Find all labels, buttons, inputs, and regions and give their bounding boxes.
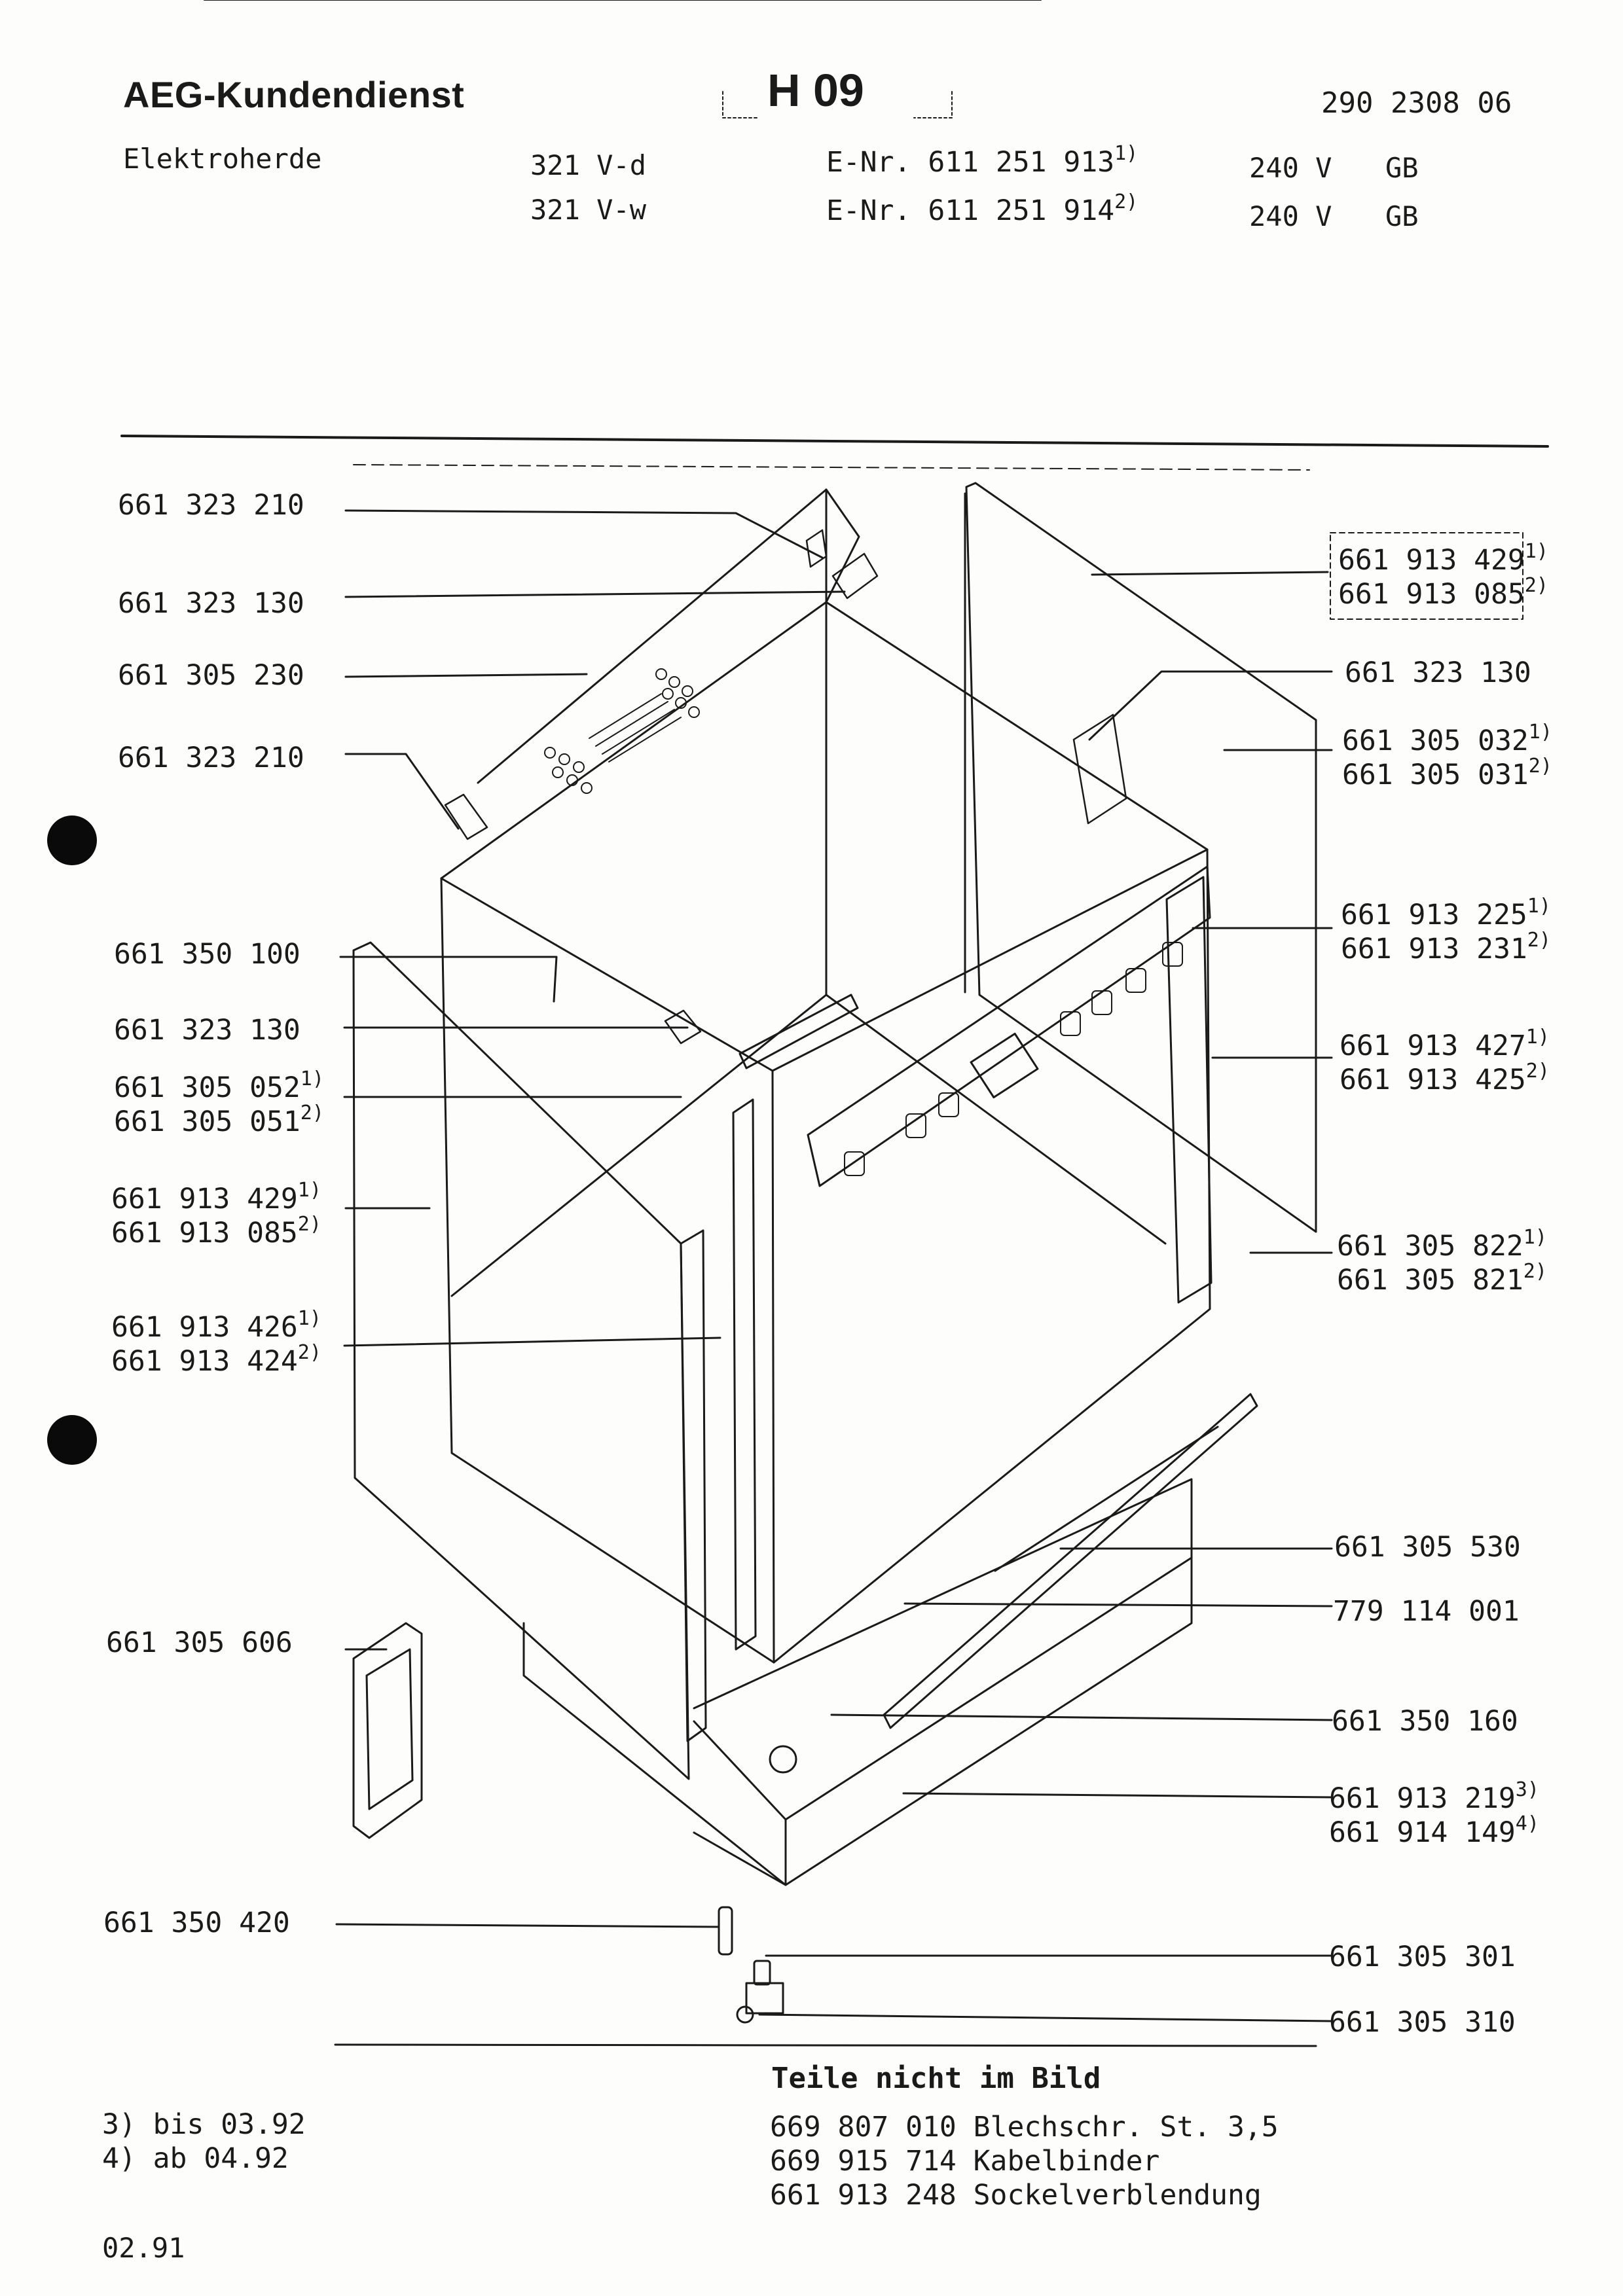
list-item: 669 807 010 Blechschr. St. 3,5 (770, 2111, 1279, 2144)
part-label: 661 323 130 (114, 1014, 301, 1047)
cabinet-frame (440, 488, 1211, 1664)
part-label: 661 913 4271) 661 913 4252) (1340, 1026, 1550, 1097)
model-name: 321 V-d (530, 149, 647, 181)
part-label: 661 350 100 (114, 938, 301, 971)
part-label: 661 913 2251) 661 913 2312) (1341, 895, 1551, 966)
hinges (444, 529, 1127, 1045)
code-brackets (722, 91, 953, 118)
footnotes: 3) bis 03.92 4) ab 04.92 (102, 2108, 306, 2176)
leader-lines (335, 509, 1333, 2022)
part-label: 661 323 210 (118, 742, 304, 774)
part-label: 779 114 001 (1333, 1595, 1520, 1628)
list-item: 661 913 248 Sockelverblendung (770, 2179, 1262, 2212)
part-label: 661 305 0321) 661 305 0312) (1342, 721, 1552, 792)
list-item: 669 915 714 Kabelbinder (770, 2145, 1160, 2178)
part-label: 661 323 130 (1345, 656, 1531, 689)
parts-not-shown-title: Teile nicht im Bild (771, 2062, 1101, 2095)
brand-title: AEG-Kundendienst (123, 74, 465, 115)
label-box (1330, 532, 1523, 620)
part-label: 661 305 310 (1329, 2006, 1516, 2039)
model-country: GB (1385, 152, 1419, 184)
document-number: 290 2308 06 (1321, 86, 1512, 120)
part-label: 661 305 606 (106, 1626, 293, 1659)
back-panel (964, 482, 1317, 1233)
model-enr: E-Nr. 611 251 9142) (826, 190, 1139, 228)
footnote: 3) bis 03.92 (102, 2108, 306, 2141)
section-code: H 09 (767, 65, 864, 116)
separator-line (334, 2043, 1317, 2047)
part-label: 661 305 301 (1329, 1941, 1516, 1973)
part-label: 661 350 420 (103, 1907, 290, 1939)
model-enr: E-Nr. 611 251 9131) (826, 142, 1139, 179)
parts-not-shown-list: 669 807 010 Blechschr. St. 3,5 669 915 7… (770, 2110, 1279, 2212)
part-label: 661 305 230 (118, 659, 304, 692)
base-plinth (522, 1393, 1258, 1886)
part-label: 661 305 8221) 661 305 8212) (1337, 1226, 1547, 1297)
part-label: 661 323 130 (118, 587, 304, 620)
part-label: 661 913 4291) 661 913 0852) (1338, 540, 1548, 611)
part-label: 661 913 4291) 661 913 0852) (111, 1179, 321, 1250)
part-label: 661 913 4261) 661 913 4242) (111, 1307, 321, 1378)
part-label: 661 323 210 (118, 489, 304, 522)
footnote: 4) ab 04.92 (102, 2142, 289, 2175)
model-country: GB (1385, 200, 1419, 232)
part-label: 661 305 530 (1334, 1531, 1521, 1564)
part-label: 661 305 0521) 661 305 0512) (114, 1067, 324, 1139)
product-category: Elektroherde (123, 143, 322, 175)
part-label: 661 913 2193) 661 914 1494) (1329, 1778, 1539, 1850)
punch-hole (47, 816, 97, 865)
part-label: 661 350 160 (1332, 1705, 1518, 1738)
date-code: 02.91 (102, 2232, 185, 2264)
model-voltage: 240 V (1249, 200, 1332, 232)
foot-parts (718, 1906, 784, 2024)
separator-line (120, 435, 1549, 448)
model-name: 321 V-w (530, 194, 647, 226)
control-panel (807, 865, 1211, 1187)
punch-hole (47, 1415, 97, 1465)
front-frame (680, 876, 1213, 1742)
model-voltage: 240 V (1249, 152, 1332, 184)
service-flap (352, 1622, 423, 1839)
